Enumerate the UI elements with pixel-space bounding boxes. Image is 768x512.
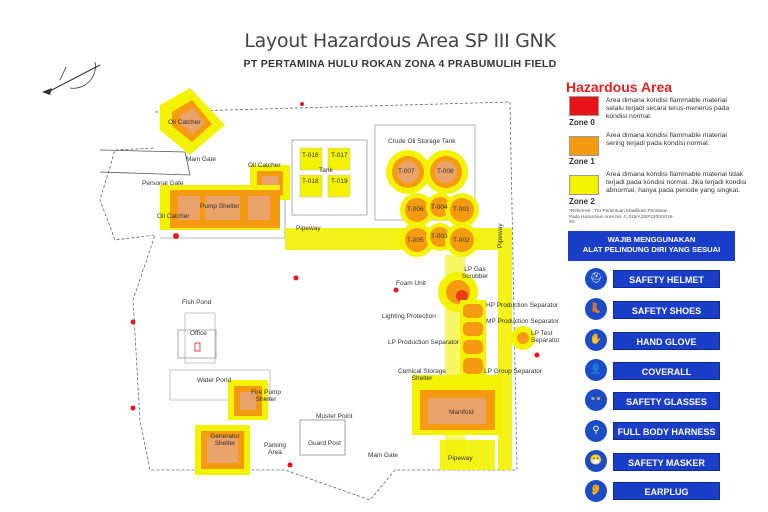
ppe-item: SAFETY GLASSES	[613, 392, 720, 410]
label-fire-pump-shelter: Fire Pump Shelter	[251, 389, 281, 403]
label-fish-pond: Fish Pond	[182, 299, 212, 306]
label-pump-shelter: Pump Shelter	[200, 203, 240, 210]
earplug-icon: 👂	[585, 480, 607, 502]
glasses-icon: 👓	[585, 389, 607, 411]
label-lp-production-separator: LP Production Separator	[388, 339, 460, 346]
ppe-header-line2: ALAT PELINDUNG DIRI YANG SESUAI	[582, 245, 721, 254]
label-lp-test-separator: LP Test Separator	[531, 330, 560, 344]
label-t004: T-004	[431, 204, 448, 211]
label-pipeway-top: Pipeway	[296, 225, 321, 232]
boot-icon: 👢	[585, 298, 607, 320]
label-chemical-storage: Cemical Storage Shelter	[397, 368, 447, 382]
legend-reference: *Referensi : TKI Penentuan Klasifikasi P…	[569, 208, 674, 224]
ppe-item: EARPLUG	[613, 482, 720, 500]
label-t017: T-017	[331, 152, 348, 159]
label-pipeway-bottom: Pipeway	[448, 455, 473, 462]
label-pipeway-vertical: Pipeway	[497, 223, 504, 248]
label-personal-gate: Personal Gate	[142, 180, 184, 187]
zone-1-label: Zone 1	[569, 157, 595, 166]
label-main-gate-bottom: Main Gate	[368, 452, 398, 459]
label-guard-post: Guard Post	[308, 440, 341, 447]
label-crude-oil-tank: Crude Oil Storage Tank	[388, 138, 456, 145]
label-oil-catcher-2: Oil Catcher	[248, 162, 281, 169]
legend-title: Hazardous Area	[566, 79, 673, 95]
label-manifold: Manifold	[449, 409, 474, 416]
label-t016: T-016	[302, 152, 319, 159]
zone-2-swatch	[569, 175, 599, 195]
page-subtitle: PT PERTAMINA HULU ROKAN ZONA 4 PRABUMULI…	[243, 58, 557, 70]
glove-icon: ✋	[585, 329, 607, 351]
ppe-item: SAFETY HELMET	[613, 270, 720, 288]
ppe-item: SAFETY MASKER	[613, 453, 720, 471]
label-t002: T-002	[453, 237, 470, 244]
helmet-icon: ⛑	[585, 268, 607, 290]
zone-1-desc: Area dimana kondisi flammable material s…	[606, 132, 727, 147]
compass-icon	[42, 61, 101, 95]
coverall-icon: 👤	[585, 359, 607, 381]
zone-0-desc: Area dimana kondisi flammable material s…	[606, 97, 730, 120]
label-tank: Tank	[319, 167, 333, 174]
crude-oil-tanks	[386, 150, 479, 257]
zone-0-label: Zone 0	[569, 118, 595, 127]
label-t008: T-008	[437, 168, 454, 175]
label-generator-shelter: Generator Shelter	[210, 433, 240, 447]
label-oil-catcher-1: Oil Catcher	[168, 119, 201, 126]
label-foam-unit: Foam Unit	[396, 280, 426, 287]
zone-0-swatch	[569, 96, 599, 116]
ppe-header: WAJIB MENGGUNAKAN ALAT PELINDUNG DIRI YA…	[568, 231, 735, 261]
label-main-gate-top: Main Gate	[186, 156, 216, 163]
zone-1-swatch	[569, 136, 599, 156]
label-lighting-protection: Lighting Protection	[382, 313, 436, 320]
ppe-item: HAND GLOVE	[613, 332, 720, 350]
ppe-item: SAFETY SHOES	[613, 301, 720, 319]
site-layout-map	[42, 61, 540, 501]
label-t003: T-003	[431, 233, 448, 240]
mask-icon: 😷	[585, 450, 607, 472]
label-t005: T-005	[407, 237, 424, 244]
label-mp-separator: MP Production Separator	[486, 318, 559, 325]
label-t006: T-006	[407, 206, 424, 213]
label-t001: T-001	[453, 206, 470, 213]
label-parking-area: Parking Area	[263, 442, 287, 456]
label-t007: T-007	[398, 168, 415, 175]
label-lp-gas-scrubber: LP Gas Scrubber	[461, 266, 489, 280]
label-muster-point: Muster Point	[316, 413, 353, 420]
ppe-item: COVERALL	[613, 362, 720, 380]
label-oil-catcher-3: Oil Catcher	[157, 213, 190, 220]
page-title: Layout Hazardous Area SP III GNK	[244, 30, 556, 52]
label-lp-group-separator: LP Group Separator	[484, 368, 543, 375]
ppe-header-line1: WAJIB MENGGUNAKAN	[607, 235, 696, 244]
label-water-pond: Water Pond	[197, 377, 232, 384]
harness-icon: ⚲	[585, 420, 607, 442]
label-t019: T-019	[331, 178, 348, 185]
site-boundary	[99, 101, 518, 501]
ppe-item: FULL BODY HARNESS	[613, 422, 720, 440]
label-office: Office	[190, 330, 207, 337]
label-hp-separator: HP Production Separator	[486, 302, 559, 309]
label-t018: T-018	[302, 178, 319, 185]
zone-2-label: Zone 2	[569, 197, 595, 206]
zone-2-desc: Area dimana kondisi flammable material t…	[606, 171, 747, 194]
oil-catcher-zone	[160, 88, 225, 155]
